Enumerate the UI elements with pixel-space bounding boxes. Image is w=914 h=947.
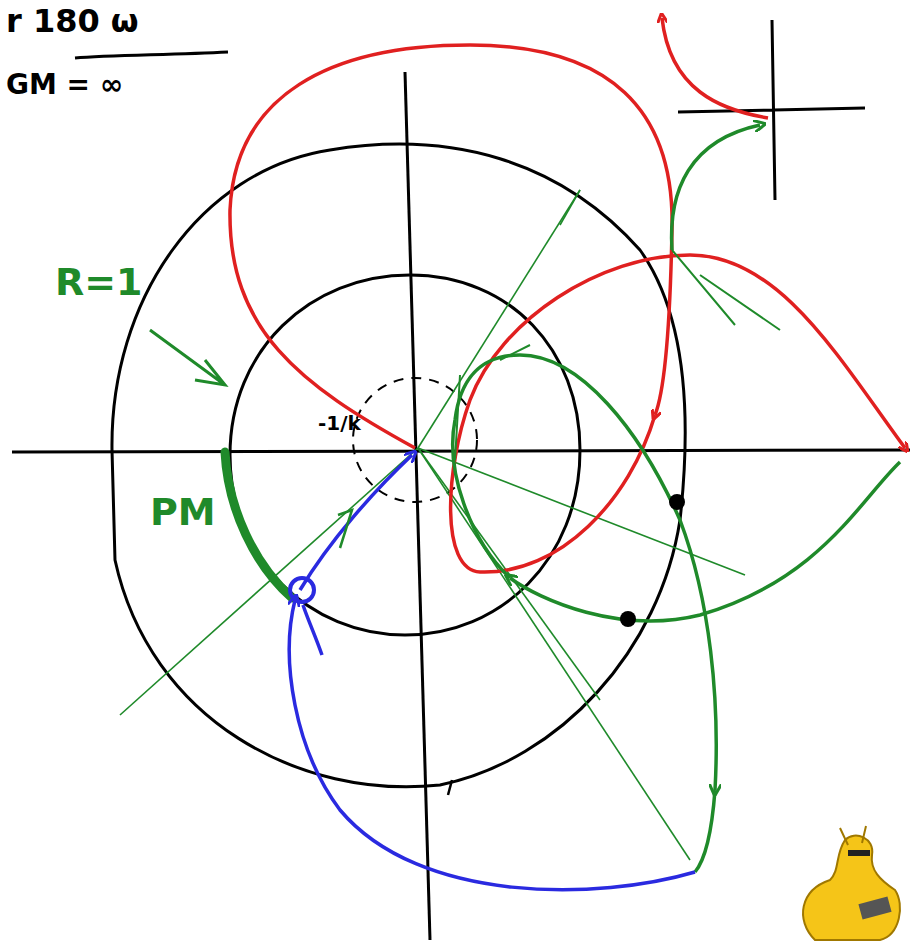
critical-point-label: -1/k (318, 412, 361, 434)
radius-label: R=1 (55, 262, 143, 304)
phase-margin-label: PM (150, 492, 216, 534)
mascot (803, 826, 900, 940)
gain-margin-note: GM = ∞ (6, 70, 123, 101)
title-note: r 180 ω (6, 4, 139, 39)
